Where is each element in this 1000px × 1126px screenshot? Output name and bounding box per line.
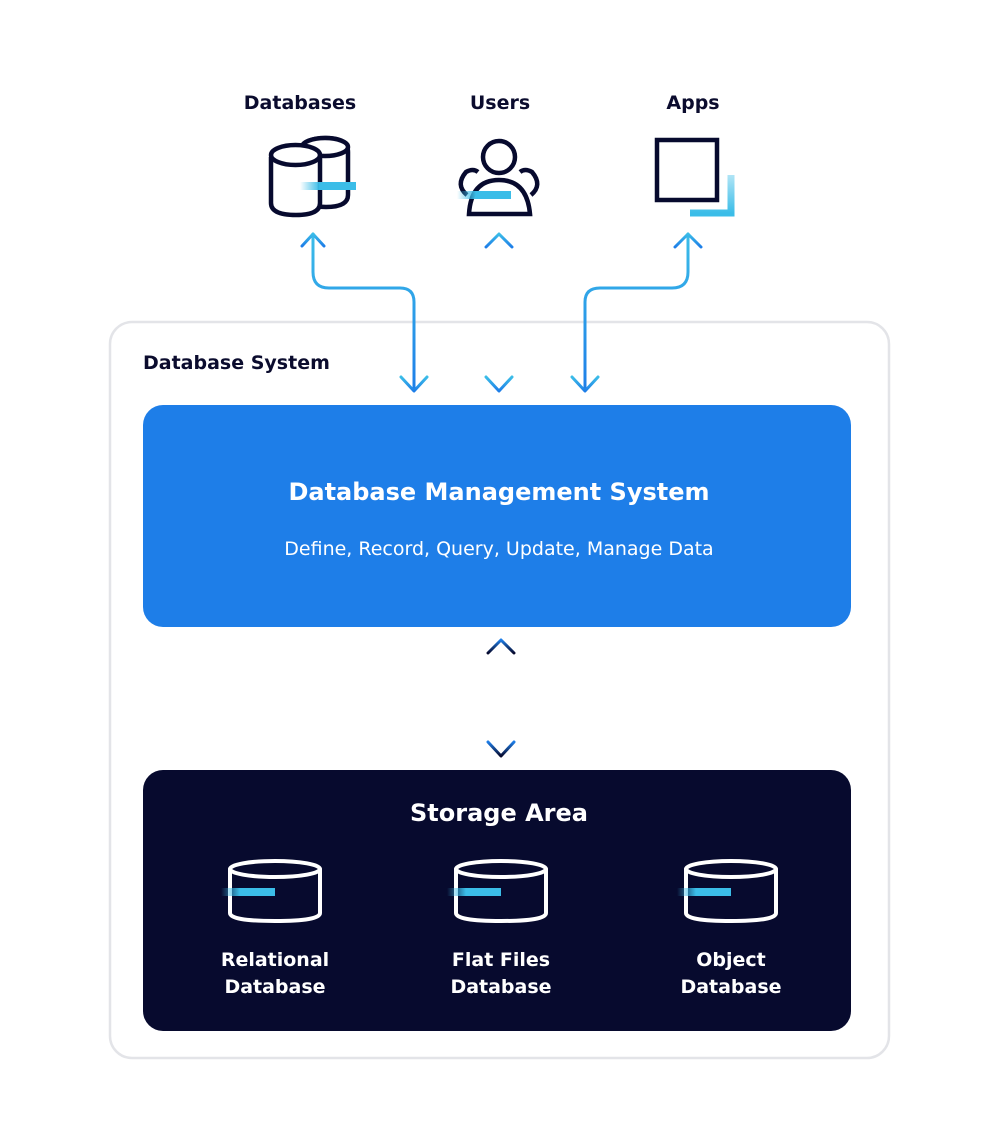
storage-area-title: Storage Area <box>410 799 588 827</box>
users-icon <box>457 138 540 217</box>
relational-database-icon <box>221 859 322 924</box>
databases-dbms-arrow <box>300 232 429 393</box>
flat-files-database-icon <box>447 859 548 924</box>
object-database-label-line1: Object <box>696 949 766 971</box>
apps-label: Apps <box>666 92 719 114</box>
users-label: Users <box>470 92 530 114</box>
storage-area-box <box>143 770 851 1031</box>
dbms-storage-arrow <box>486 638 516 758</box>
flat-files-database-label-line2: Database <box>450 976 551 998</box>
relational-database-label-line1: Relational <box>221 949 329 971</box>
dbms-title: Database Management System <box>288 478 709 506</box>
database-system-label: Database System <box>143 352 330 374</box>
dbms-box <box>143 405 851 627</box>
databases-label: Databases <box>244 92 356 114</box>
apps-icon <box>654 137 735 217</box>
object-database-icon <box>677 859 778 924</box>
databases-icon <box>268 135 356 218</box>
relational-database-label-line2: Database <box>224 976 325 998</box>
flat-files-database-label-line1: Flat Files <box>452 949 550 971</box>
users-dbms-arrow <box>484 232 514 393</box>
apps-dbms-arrow <box>570 232 703 393</box>
dbms-subtitle: Define, Record, Query, Update, Manage Da… <box>284 538 713 560</box>
object-database-label-line2: Database <box>680 976 781 998</box>
